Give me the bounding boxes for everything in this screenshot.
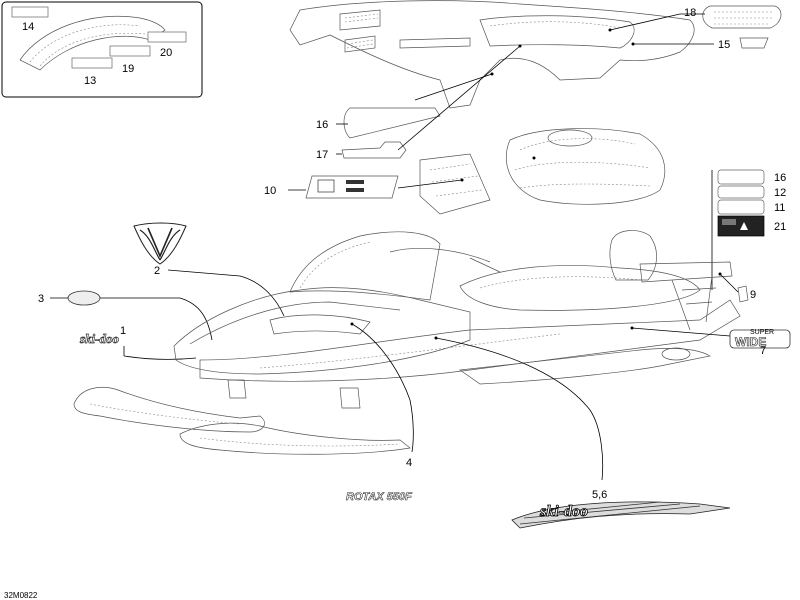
label-12 — [717, 185, 765, 199]
label-16-right — [717, 169, 765, 185]
callout-10: 10 — [264, 185, 276, 197]
inset-label-13 — [71, 57, 113, 69]
decal-7: SUPER WIDE — [729, 329, 791, 349]
inset-label-20 — [147, 31, 187, 43]
super-wide-main-text: WIDE — [735, 335, 766, 349]
callout-7: 7 — [760, 345, 766, 357]
side-part-drawing — [419, 153, 491, 215]
callout-17: 17 — [316, 149, 328, 161]
callout-14: 14 — [22, 21, 34, 33]
decal-9 — [737, 285, 749, 303]
decal-10 — [305, 175, 399, 199]
callout-4: 4 — [406, 457, 412, 469]
engine-logo-decal: ROTAX 550F — [346, 491, 413, 504]
callout-3: 3 — [38, 293, 44, 305]
decal-2 — [133, 222, 187, 265]
decal-15 — [739, 37, 769, 49]
callout-11: 11 — [774, 202, 785, 214]
decal-18 — [702, 5, 782, 29]
decal-17 — [341, 141, 407, 159]
svg-text:ski-doo: ski-doo — [539, 503, 588, 520]
console-panel-drawing — [289, 0, 695, 109]
reference-code: 32M0822 — [4, 591, 38, 600]
inset-label-14 — [11, 6, 49, 18]
callout-16-upper: 16 — [316, 119, 328, 131]
callout-20: 20 — [160, 47, 172, 59]
svg-text:ROTAX 550F: ROTAX 550F — [346, 491, 412, 503]
callout-13: 13 — [84, 75, 96, 87]
callout-9: 9 — [750, 289, 756, 301]
side-logo-decal: ski-doo — [511, 501, 731, 529]
callout-19: 19 — [122, 63, 134, 75]
inset-panel: 14 20 19 13 — [1, 1, 203, 98]
callout-16-right: 16 — [774, 172, 786, 184]
callout-1: 1 — [120, 325, 126, 337]
callout-18: 18 — [684, 7, 696, 19]
callout-15: 15 — [718, 39, 730, 51]
super-wide-top-text: SUPER — [750, 329, 774, 336]
snowmobile-drawing — [73, 230, 741, 455]
brand-logo-decal: ski-doo — [79, 331, 120, 346]
callout-2: 2 — [154, 265, 160, 277]
label-11 — [717, 199, 765, 215]
callout-21: 21 — [774, 221, 786, 233]
callout-12: 12 — [774, 187, 786, 199]
right-label-stack: 16 12 11 21 — [711, 169, 786, 290]
callout-5-6: 5,6 — [592, 489, 607, 501]
rear-storage-drawing — [506, 128, 666, 205]
decal-3 — [67, 290, 101, 306]
decal-16-upper — [343, 107, 441, 139]
inset-label-19 — [109, 45, 151, 57]
